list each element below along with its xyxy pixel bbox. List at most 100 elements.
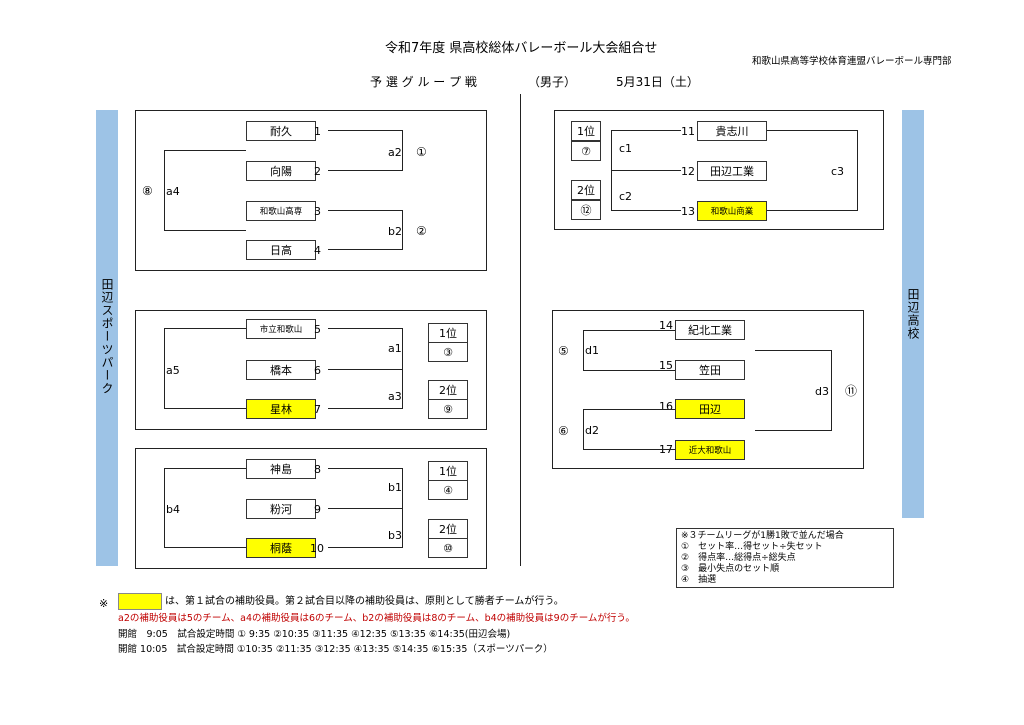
bracket-line [328,130,402,131]
bracket-line [583,409,675,410]
tiebreak-rule: ④ 抽選 [681,575,717,585]
bracket-line [831,350,832,431]
match-a1: a1 [388,342,402,355]
rank-1-match: ④ [428,480,468,500]
group-a: 耐久 向陽 和歌山高専 日高 1 2 3 4 a2 ① b2 ② a4 ⑧ [135,110,487,271]
match-c3: c3 [831,165,845,178]
rank-2-label: 2位 [428,380,468,400]
group-c: 神島 粉河 桐蔭 8 9 10 b1 b3 b4 1位 ④ 2位 ⑩ [135,448,487,569]
tiebreak-box: ※３チームリーグが1勝1敗で並んだ場合 ① セット率…得セット÷失セット ② 得… [676,528,894,588]
team-14: 紀北工業 [675,320,745,340]
team-10-no: 10 [310,542,324,555]
team-7: 星林 [246,399,316,419]
round-title: 予 選 グ ル ー プ 戦 [370,75,477,89]
bracket-line [164,547,246,548]
rank-2-match: ⑨ [428,399,468,419]
team-11: 貴志川 [697,121,767,141]
team-5-no: 5 [314,323,321,336]
bracket-line [583,370,675,371]
rank-1-match: ⑦ [571,141,601,161]
bracket-line [767,130,857,131]
match-num-6: ⑥ [558,424,569,438]
note-mark: ※ [99,597,109,610]
bracket-line [328,210,402,211]
team-2-no: 2 [314,165,321,178]
bracket-line [328,508,402,509]
bracket-line [328,249,402,250]
note-schedule-park: 開館 10:05 試合設定時間 ①10:35 ②11:35 ③12:35 ④13… [118,644,553,655]
team-3-no: 3 [314,205,321,218]
team-15-no: 15 [659,359,673,372]
tiebreak-rule: ② 得点率…総得点÷総失点 [681,553,796,563]
venue-band-left [96,110,118,566]
bracket-line [402,210,403,250]
team-4-no: 4 [314,244,321,257]
match-a5: a5 [166,364,180,377]
note-helper-assign: a2の補助役員は5のチーム、a4の補助役員は6のチーム、b2の補助役員は8のチー… [118,613,635,624]
bracket-line [402,328,403,370]
bracket-line [164,230,246,231]
team-13-no: 13 [681,205,695,218]
rank-2-label: 2位 [571,180,601,200]
bracket-line [328,328,402,329]
group-d: 1位 ⑦ 2位 ⑫ 貴志川 田辺工業 和歌山商業 11 12 13 c1 c2 … [554,110,884,230]
match-num-8: ⑧ [142,184,153,198]
match-b1: b1 [388,481,402,494]
match-b4: b4 [166,503,180,516]
team-6-no: 6 [314,364,321,377]
note-schedule-tanabe: 開館 9:05 試合設定時間 ① 9:35 ②10:35 ③11:35 ④12:… [118,629,511,640]
highlight-legend [118,593,162,610]
bracket-line [583,330,675,331]
team-6: 橋本 [246,360,316,380]
bracket-line [328,170,402,171]
bracket-line [767,210,857,211]
note-helper: は、第１試合の補助役員。第２試合目以降の補助役員は、原則として勝者チームが行う。 [165,596,564,607]
team-9-no: 9 [314,503,321,516]
team-17: 近大和歌山 [675,440,745,460]
team-1: 耐久 [246,121,316,141]
team-4: 日高 [246,240,316,260]
team-5: 市立和歌山 [246,319,316,339]
match-a4: a4 [166,185,180,198]
team-2: 向陽 [246,161,316,181]
venue-band-right [902,110,924,518]
bracket-line [164,328,246,329]
rank-1-label: 1位 [571,121,601,141]
bracket-line [328,468,402,469]
bracket-line [583,449,675,450]
bracket-line [611,210,681,211]
team-16-no: 16 [659,400,673,413]
bracket-line [164,150,165,231]
match-b2: b2 [388,225,402,238]
match-num-5: ⑤ [558,344,569,358]
bracket-line [328,369,402,370]
team-3: 和歌山高専 [246,201,316,221]
organizer: 和歌山県高等学校体育連盟バレーボール専門部 [752,56,952,67]
gender-label: （男子） [528,75,577,89]
team-11-no: 11 [681,125,695,138]
bracket-line [611,130,612,171]
venue-left: 田辺スポーツパーク [100,278,114,395]
team-10: 桐蔭 [246,538,316,558]
rank-1-label: 1位 [428,323,468,343]
bracket-line [164,468,165,548]
bracket-line [402,369,403,409]
match-num-1: ① [416,145,427,159]
bracket-line [164,328,165,409]
match-c1: c1 [619,142,633,155]
bracket-line [328,547,402,548]
bracket-line [164,408,246,409]
match-c2: c2 [619,190,633,203]
bracket-line [402,468,403,509]
team-1-no: 1 [314,125,321,138]
match-a2: a2 [388,146,402,159]
rank-1-label: 1位 [428,461,468,481]
group-e: 紀北工業 笠田 田辺 近大和歌山 14 15 16 17 d1 ⑤ d2 ⑥ d… [552,310,864,469]
bracket-line [755,350,831,351]
team-12: 田辺工業 [697,161,767,181]
page-title: 令和7年度 県高校総体バレーボール大会組合せ [385,41,658,56]
team-16: 田辺 [675,399,745,419]
match-d3: d3 [815,385,829,398]
team-9: 粉河 [246,499,316,519]
bracket-line [328,408,402,409]
